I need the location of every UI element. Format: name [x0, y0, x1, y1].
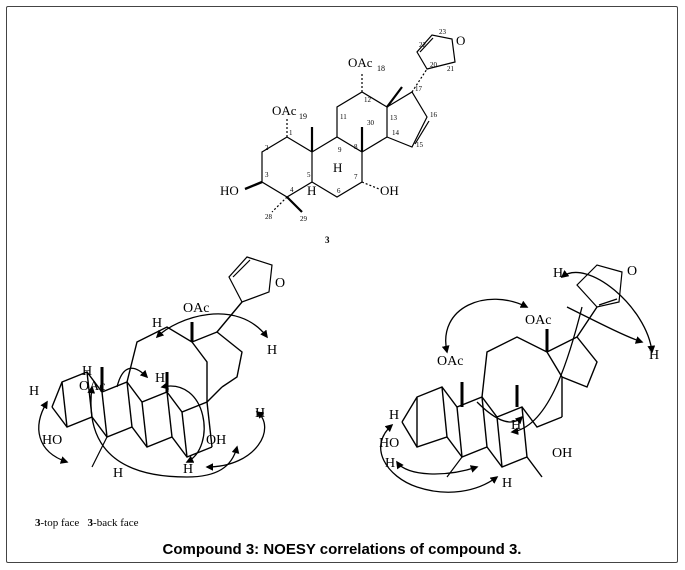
left-furan-o-label: O — [275, 276, 285, 291]
left-noesy-arrows — [38, 313, 268, 478]
c28-methyl — [271, 196, 288, 213]
chemical-structure-diagram: OAc 19 OAc 18 HO OH H H O 3 1 2 3 4 5 6 … — [29, 28, 659, 493]
oac19-label: OAc — [272, 103, 297, 118]
left-oh-label: OH — [206, 433, 226, 448]
svg-text:H: H — [82, 364, 92, 379]
svg-text:6: 6 — [337, 187, 341, 195]
right-noesy-arrows — [380, 270, 656, 493]
svg-text:3: 3 — [265, 171, 269, 179]
svg-text:4: 4 — [290, 186, 294, 194]
face-labels: 3-top face 3-back face — [35, 517, 139, 529]
ring-d-bonds — [386, 91, 428, 148]
top-structure-labels: OAc 19 OAc 18 HO OH H H O 3 — [220, 33, 465, 245]
oac18-label: OAc — [348, 55, 373, 70]
ring-c-bonds — [336, 91, 388, 153]
top-face-label: -top face — [40, 517, 80, 529]
svg-text:18: 18 — [377, 64, 385, 73]
svg-text:H: H — [29, 384, 39, 399]
svg-text:30: 30 — [367, 119, 375, 127]
svg-text:19: 19 — [299, 112, 307, 121]
furan-ring — [416, 34, 456, 70]
h9-label: H — [333, 160, 342, 175]
furan-o-label: O — [456, 33, 465, 48]
back-face-label: -back face — [93, 517, 139, 529]
svg-text:H: H — [502, 476, 512, 491]
compound-number-label: 3 — [325, 235, 330, 245]
svg-text:H: H — [255, 406, 265, 421]
svg-text:15: 15 — [416, 141, 424, 149]
c17-furan-bond — [411, 68, 428, 93]
left-3d-model — [51, 256, 273, 468]
svg-text:H: H — [183, 462, 193, 477]
svg-text:H: H — [267, 343, 277, 358]
right-model-labels: OAc OAc HO OH O H H H H H H — [379, 264, 659, 491]
svg-text:H: H — [152, 316, 162, 331]
ring-a-bonds — [261, 136, 313, 198]
svg-text:H: H — [553, 266, 563, 281]
h5-label: H — [307, 183, 316, 198]
oh7-label: OH — [380, 183, 399, 198]
svg-text:8: 8 — [354, 143, 358, 151]
right-3d-model — [401, 264, 623, 478]
left-oac-left-label: OAc — [79, 379, 105, 394]
svg-text:H: H — [155, 371, 165, 386]
top-atom-numbers: 1 2 3 4 5 6 7 8 9 11 12 13 14 15 16 17 2… — [265, 28, 455, 223]
svg-text:9: 9 — [338, 146, 342, 154]
c3-ho-bond — [244, 180, 263, 191]
svg-text:13: 13 — [390, 114, 398, 122]
right-oac-left-label: OAc — [437, 354, 463, 369]
svg-text:H: H — [113, 466, 123, 481]
left-ho-label: HO — [42, 433, 62, 448]
svg-text:22: 22 — [419, 41, 427, 49]
svg-text:21: 21 — [447, 65, 455, 73]
figure-caption: Compound 3: NOESY correlations of compou… — [162, 541, 522, 558]
svg-text:12: 12 — [364, 96, 372, 104]
svg-text:28: 28 — [265, 213, 273, 221]
c18-methyl — [386, 86, 403, 108]
svg-text:16: 16 — [430, 111, 438, 119]
c29-methyl — [286, 196, 303, 213]
left-model-labels: OAc OAc HO OH O H H H H H H H H — [29, 276, 285, 481]
right-oac-top-label: OAc — [525, 313, 551, 328]
svg-text:17: 17 — [415, 85, 423, 93]
c7-oh-bond — [361, 181, 380, 190]
svg-text:20: 20 — [430, 61, 438, 69]
left-oac-top-label: OAc — [183, 301, 209, 316]
right-oh-label: OH — [552, 446, 572, 461]
top-structure — [244, 34, 456, 213]
figure-frame: OAc 19 OAc 18 HO OH H H O 3 1 2 3 4 5 6 … — [6, 6, 678, 563]
svg-text:H: H — [511, 418, 521, 433]
svg-text:7: 7 — [354, 173, 358, 181]
svg-text:H: H — [649, 348, 659, 363]
svg-text:1: 1 — [289, 129, 293, 137]
svg-text:5: 5 — [307, 171, 311, 179]
svg-text:23: 23 — [439, 28, 447, 36]
ho3-label: HO — [220, 183, 239, 198]
svg-text:H: H — [389, 408, 399, 423]
svg-text:11: 11 — [340, 113, 347, 121]
svg-text:2: 2 — [265, 144, 269, 152]
right-furan-o-label: O — [627, 264, 637, 279]
svg-text:29: 29 — [300, 215, 308, 223]
ring-b-bonds — [311, 136, 363, 198]
svg-text:14: 14 — [392, 129, 400, 137]
